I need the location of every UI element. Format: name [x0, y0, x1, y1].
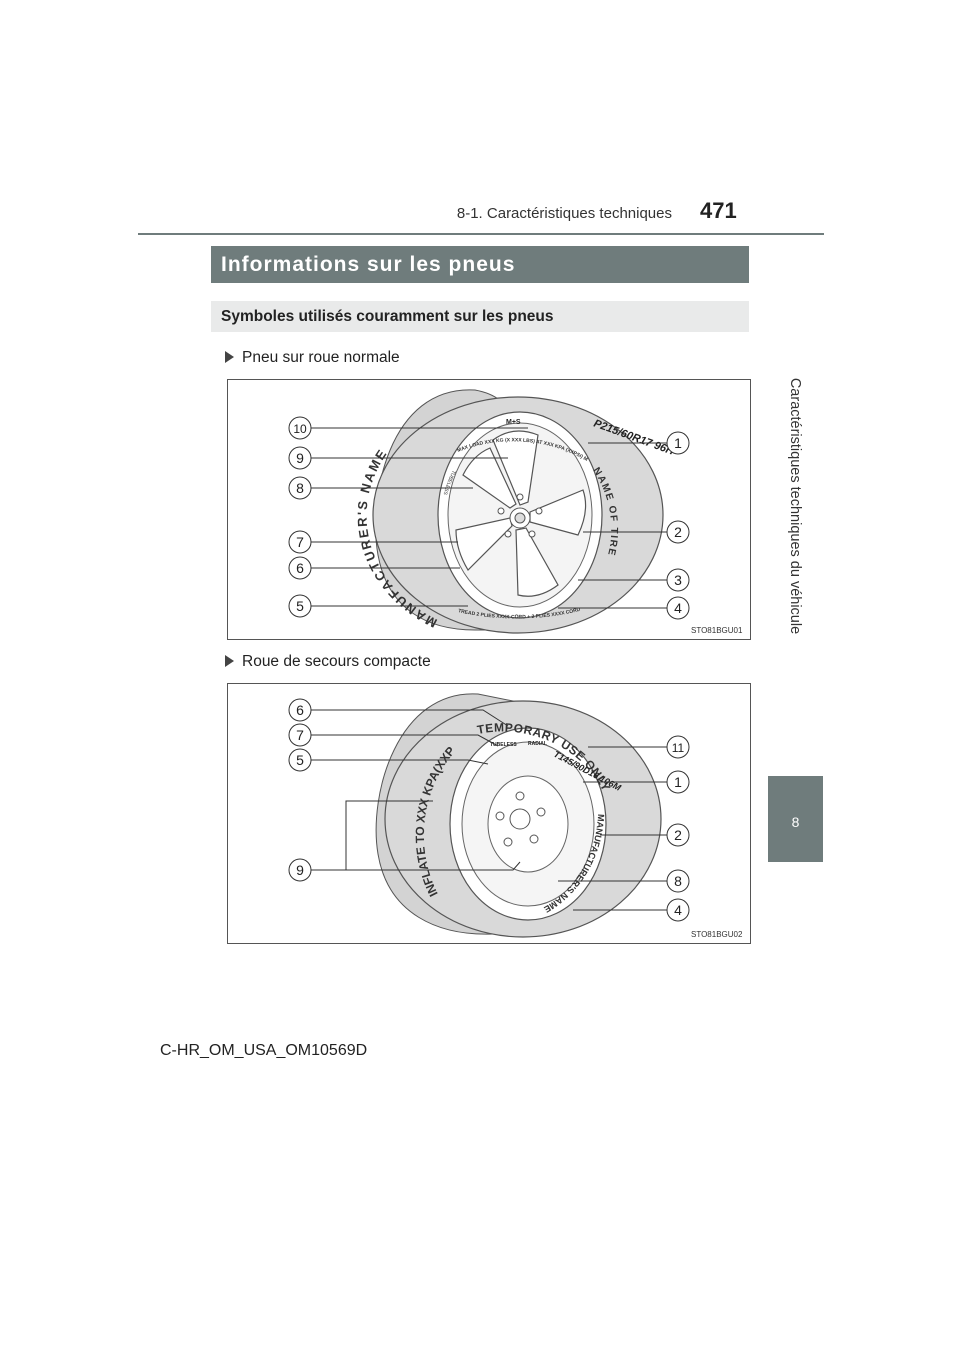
header-divider	[138, 233, 824, 235]
callout-label-2: 2	[674, 524, 682, 540]
callout-label-8: 8	[674, 873, 682, 889]
callout-label-10: 10	[293, 422, 307, 436]
bullet-spare-wheel-text: Roue de secours compacte	[242, 653, 431, 670]
chapter-tab	[768, 776, 823, 862]
callout-label-11: 11	[672, 741, 685, 755]
figure1-code: STO81BGU01	[691, 626, 743, 635]
callout-circle-3	[666, 568, 690, 592]
callout-label-1: 1	[674, 435, 682, 451]
callout-line-7	[311, 734, 499, 747]
callout-circle-7	[288, 530, 312, 554]
bullet-arrow-icon	[225, 655, 234, 667]
callout-circle-6	[288, 698, 312, 722]
callout-circle-5	[288, 594, 312, 618]
callout-label-6: 6	[296, 560, 304, 576]
callout-label-5: 5	[296, 752, 304, 768]
callout-circle-8	[288, 476, 312, 500]
bullet-normal-wheel-text: Pneu sur roue normale	[242, 349, 400, 366]
callout-line-9-branch	[346, 861, 521, 871]
side-tab-label: Caractéristiques techniques du véhicule	[767, 236, 823, 776]
callout-label-9: 9	[296, 862, 304, 878]
callout-line-5	[311, 759, 489, 765]
callout-label-9: 9	[296, 450, 304, 466]
compact-spare-illustration: INFLATE TO XXX KPA(XXPSI) TEMPORARY USE …	[228, 684, 743, 939]
tire-tubeless-text-2: TUBELESS	[490, 742, 517, 748]
callout-label-7: 7	[296, 534, 304, 550]
callout-circle-1	[666, 770, 690, 794]
callout-circle-4	[666, 898, 690, 922]
figure-normal-tire: MANUFACTURER'S NAME MAX LOAD XXX KG (X X…	[227, 379, 751, 640]
callout-circle-1	[666, 431, 690, 455]
callout-circle-8	[666, 869, 690, 893]
figure2-code: STO81BGU02	[691, 930, 743, 939]
callout-label-3: 3	[674, 572, 682, 588]
callout-label-6: 6	[296, 702, 304, 718]
callout-line-6	[311, 709, 509, 727]
callout-circle-2	[666, 823, 690, 847]
bullet-arrow-icon	[225, 351, 234, 363]
callout-label-8: 8	[296, 480, 304, 496]
callout-circle-11	[666, 735, 690, 759]
callout-label-2: 2	[674, 827, 682, 843]
bullet-spare-wheel: Roue de secours compacte	[225, 653, 431, 671]
page-number: 471	[700, 198, 737, 223]
callout-label-7: 7	[296, 727, 304, 743]
figure-compact-spare: INFLATE TO XXX KPA(XXPSI) TEMPORARY USE …	[227, 683, 751, 944]
callout-circle-6	[288, 556, 312, 580]
callout-circle-9	[288, 446, 312, 470]
callout-label-4: 4	[674, 902, 682, 918]
bullet-normal-wheel: Pneu sur roue normale	[225, 349, 400, 367]
callout-circle-5	[288, 748, 312, 772]
normal-tire-illustration: MANUFACTURER'S NAME MAX LOAD XXX KG (X X…	[228, 380, 743, 635]
callout-circle-10	[288, 416, 312, 440]
subheading: Symboles utilisés couramment sur les pne…	[211, 301, 749, 332]
callout-circle-9	[288, 858, 312, 882]
callout-label-5: 5	[296, 598, 304, 614]
callout-circle-2	[666, 520, 690, 544]
chapter-number: 8	[791, 814, 800, 830]
callout-label-1: 1	[674, 774, 682, 790]
callout-label-4: 4	[674, 600, 682, 616]
section-title: 8-1. Caractéristiques techniques	[456, 205, 672, 222]
side-tab-title: Caractéristiques techniques du véhicule	[787, 377, 803, 635]
callout-circle-7	[288, 723, 312, 747]
page-heading: Informations sur les pneus	[211, 246, 749, 283]
callout-circle-4	[666, 596, 690, 620]
tire-ms-text: M+S	[506, 419, 521, 426]
tire-radial-text-2: RADIAL	[528, 741, 547, 747]
document-id: C-HR_OM_USA_OM10569D	[160, 1042, 368, 1059]
callout-line-9	[311, 800, 433, 871]
